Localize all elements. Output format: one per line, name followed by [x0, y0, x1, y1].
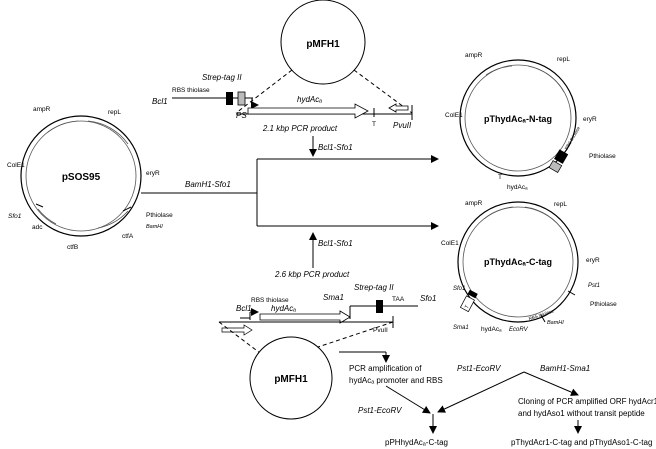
nterm-t: T [498, 174, 502, 181]
top-digest-label: Bcl1-Sfo1 [318, 143, 353, 152]
pmfh1-top-dash-right [353, 69, 413, 114]
psos95-sfo: Sfo1 [8, 213, 22, 220]
bottom-gene-label: hydAcₐ [271, 304, 296, 313]
top-t-label: T [372, 121, 376, 128]
pst-eco-right: Pst1-EcoRV [457, 364, 501, 373]
bottom-strep-box [376, 300, 383, 313]
psos95-label: pSOS95 [62, 172, 101, 183]
cterm-pthiolase: Pthiolase [590, 301, 617, 308]
nterm-pthiolase: Pthiolase [589, 153, 616, 160]
bottom-bcl-label: Bcl1 [236, 304, 252, 313]
arrow-to-cloning [523, 371, 579, 396]
pmfh1-bottom-circle [249, 336, 333, 420]
top-product-label: 2.1 kbp PCR product [262, 124, 338, 133]
cterm-plasmid: pThydAcₐ-C-tag ampR repL ColE1 eryR Pst1… [441, 200, 617, 333]
cterm-eco: EcoRV [509, 327, 529, 333]
psos95-cole1: ColE1 [7, 162, 25, 169]
cterm-sma: Sma1 [453, 325, 469, 331]
cterm-bamh: BamHI [547, 320, 564, 326]
cterm-eryr: eryR [586, 257, 600, 264]
psos95-digest-label: BamH1-Sfo1 [185, 180, 231, 189]
pst-eco-left: Pst1-EcoRV [358, 406, 402, 415]
bottom-strep-label: Strep-tag II [354, 283, 394, 292]
bam-sma-label: BamH1-Sma1 [540, 364, 590, 373]
result-right: pThydAcr1-C-tag and pThydAso1-C-tag [511, 438, 652, 447]
pcr-text-1: PCR amplification of [349, 364, 422, 373]
nterm-repl: repL [557, 56, 570, 63]
bottom-rbs-label: RBS thiolase [251, 297, 289, 304]
cloning-text-1: Cloning of PCR amplified ORF hydAcr1 [518, 397, 656, 406]
pmfh1-top-circle [280, 0, 366, 85]
top-bcl-label: Bcl1 [152, 97, 168, 106]
bottom-taa-label: TAA [392, 296, 405, 303]
pmfh1-bottom-dash-right [314, 321, 394, 349]
psos95-repl: repL [108, 109, 121, 116]
bottom-digest-label: Bcl1-Sfo1 [318, 239, 353, 248]
nterm-label: pThydAcₐ-N-tag [484, 114, 552, 124]
cterm-sfo: Sfo1 [453, 286, 465, 292]
result-left: pPHhydAcₐ-C-tag [385, 438, 448, 447]
psos95-plasmid: pSOS95 ampR repL ColE1 eryR Sfo1 Pthiola… [7, 106, 173, 251]
psos95-bamh: BamHI [146, 224, 163, 230]
top-gene-arrow [247, 103, 369, 119]
top-rbs-box [226, 92, 233, 105]
bottom-gene-arrow [259, 310, 351, 324]
psos95-ctfa: ctfA [122, 233, 134, 240]
top-gene-label: hydAcₐ [297, 95, 322, 104]
bottom-sfo-label: Sfo1 [420, 294, 436, 303]
pmfh1-bottom-dash-left [218, 321, 261, 354]
cterm-ampr: ampR [465, 200, 483, 207]
top-rbs-label: RBS thiolase [172, 87, 210, 94]
arrow-to-result-left [437, 371, 525, 413]
cloning-text-2: and hydAso1 without transit peptide [518, 409, 645, 418]
pmfh1-top-dash-left [235, 69, 293, 114]
cterm-label: pThydAcₐ-C-tag [484, 257, 552, 267]
top-strep-label: Strep-tag II [202, 73, 242, 82]
psos95-eryr: eryR [146, 170, 160, 177]
pmfh1-bottom-label: pMFH1 [274, 374, 308, 385]
top-ps-label: PS [236, 111, 247, 120]
cterm-hyd: hydAcₐ [481, 326, 502, 333]
top-pvu-label: PvuII [393, 121, 412, 130]
nterm-ampr: ampR [465, 52, 483, 59]
bottom-product-label: 2.6 kbp PCR product [274, 270, 350, 279]
nterm-plasmid: pThydAcₐ-N-tag ampR repL ColE1 eryR Pthi… [445, 52, 616, 191]
pmfh1-top-label: pMFH1 [306, 39, 340, 50]
top-strep-box [237, 91, 246, 106]
pcr-text-2: hydAcₐ promoter and RBS [349, 376, 443, 385]
psos95-pthiolase: Pthiolase [146, 212, 173, 219]
cterm-t: T [464, 304, 471, 310]
nterm-eryr: eryR [583, 116, 597, 123]
top-insert: RBS thiolase Strep-tag II Bcl1 PS hydAcₐ… [152, 73, 413, 133]
nterm-hyd: hydAcₐ [507, 184, 528, 191]
cterm-cole1: ColE1 [441, 240, 459, 247]
nterm-cole1: ColE1 [445, 112, 463, 119]
cterm-repl: repL [554, 201, 567, 208]
nterm-rbs: RBS thiolase [564, 125, 582, 150]
bottom-insert: Strep-tag II Sma1 TAA Sfo1 RBS thiolase … [219, 283, 436, 336]
psos95-ampr: ampR [33, 106, 51, 113]
psos95-ctfb: ctfB [67, 244, 78, 251]
bottom-sma-label: Sma1 [323, 293, 344, 302]
psos95-adc: adc [32, 224, 43, 231]
bottom-pvu-label: PvuII [373, 327, 388, 334]
cterm-pst: Pst1 [588, 283, 600, 289]
